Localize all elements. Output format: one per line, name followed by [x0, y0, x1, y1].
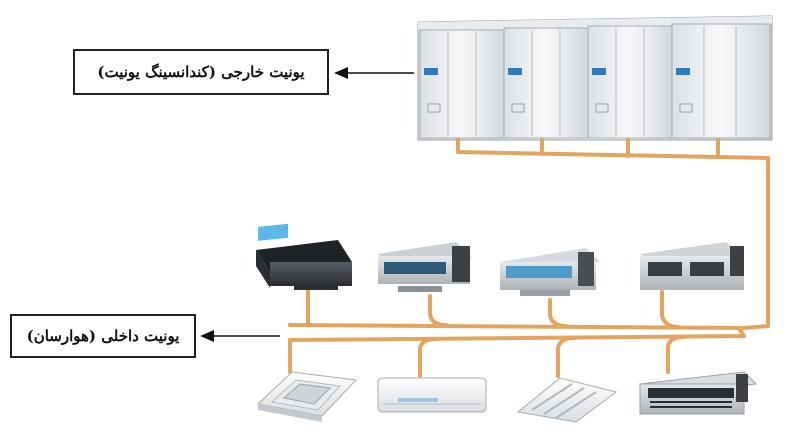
lower-branch-pipe [288, 328, 746, 342]
main-riser-pipe [742, 174, 770, 330]
upper-drop-pipe-2 [428, 294, 448, 327]
ducted-unit-1 [256, 223, 352, 290]
cassette-unit [256, 371, 358, 422]
outdoor-pointer-arrow [334, 67, 414, 79]
indoor-unit-label: یونیت داخلی (هوارسان) [10, 314, 196, 358]
ceiling-suspended-unit [516, 377, 618, 423]
condensing-module-3 [587, 25, 673, 139]
wall-mounted-unit [377, 377, 487, 413]
arrow-left-icon [200, 330, 214, 342]
floor-console-unit [638, 371, 758, 415]
lower-drop-pipe-4 [666, 335, 686, 374]
condensing-module-4 [671, 23, 771, 139]
condensing-module-2 [503, 27, 589, 139]
brand-logo-icon [424, 68, 438, 75]
ducted-unit-2 [378, 242, 472, 292]
arrow-left-icon [334, 67, 348, 79]
refrigerant-piping [288, 138, 770, 378]
lower-drop-pipe-2 [418, 337, 438, 378]
ducted-unit-4 [640, 242, 744, 290]
outdoor-unit [417, 15, 773, 141]
upper-drop-pipe-4 [660, 290, 680, 329]
condensing-module-1 [419, 29, 505, 139]
outdoor-unit-label: یونیت خارجی (کندانسینگ یونیت) [73, 49, 329, 95]
ducted-unit-3 [500, 248, 600, 296]
upper-branch-pipe [288, 323, 746, 330]
upper-drop-pipe-3 [548, 298, 568, 328]
outdoor-header-pipe [456, 138, 770, 178]
brand-logo-icon [676, 68, 690, 75]
indoor-pointer-arrow [200, 330, 280, 342]
brand-logo-icon [508, 68, 522, 75]
lower-drop-pipe-3 [556, 336, 576, 378]
brand-logo-icon [592, 68, 606, 75]
